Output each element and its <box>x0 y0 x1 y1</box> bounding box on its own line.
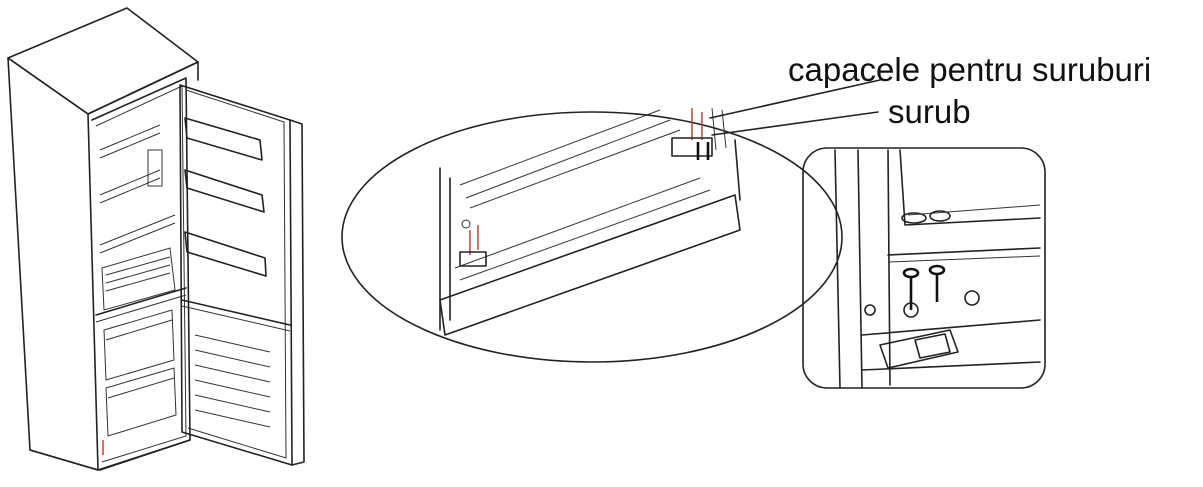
leader-line-screw <box>711 111 879 136</box>
label-screw: surub <box>888 93 971 130</box>
fridge-door <box>179 84 305 466</box>
detail-ellipse <box>341 107 843 363</box>
fridge-cabinet <box>7 7 199 471</box>
label-screw-caps: capacele pentru suruburi <box>788 51 1152 88</box>
leader-line-caps <box>709 79 881 119</box>
detail-inset <box>802 147 1046 389</box>
